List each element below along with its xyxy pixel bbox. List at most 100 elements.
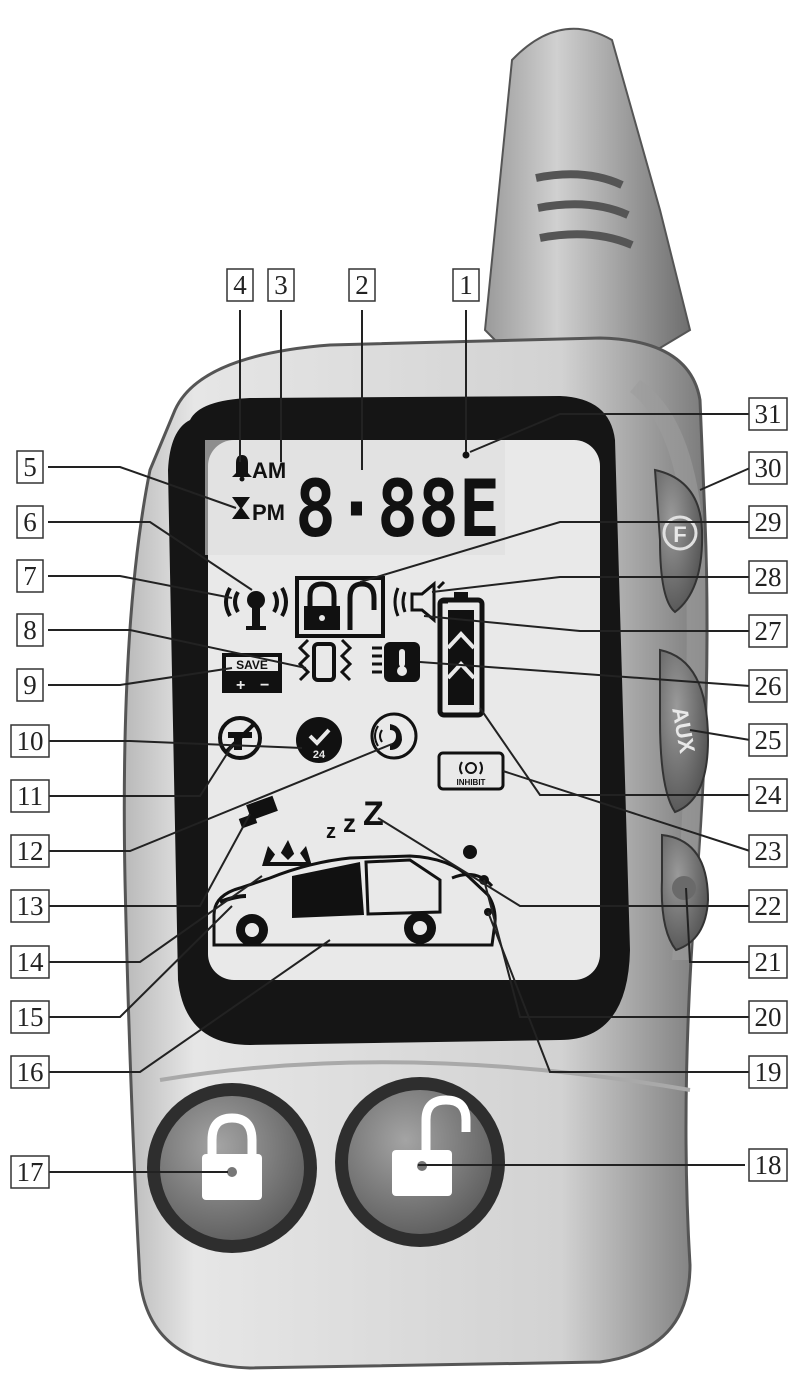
callout-box <box>748 723 788 757</box>
callout-box <box>10 945 50 979</box>
callout-27: 27 <box>748 614 788 648</box>
vibrate-icon <box>297 638 353 682</box>
callout-23: 23 <box>748 834 788 868</box>
callout-box <box>748 669 788 703</box>
clock-24-label: 24 <box>313 749 326 761</box>
callout-number: 8 <box>23 615 37 645</box>
battery-level-icon <box>437 592 485 718</box>
callout-box <box>748 397 788 431</box>
car-trunk <box>451 872 494 888</box>
save-label: SAVE <box>236 658 268 672</box>
callout-box <box>748 505 788 539</box>
callout-number: 9 <box>23 670 37 700</box>
lock-button[interactable] <box>147 1083 317 1253</box>
car-icon <box>212 845 497 947</box>
lock-status-icon <box>295 576 385 638</box>
callout-box <box>267 268 295 302</box>
callout-22: 22 <box>748 889 788 923</box>
callout-number: 28 <box>755 562 782 592</box>
callout-number: 2 <box>355 270 369 300</box>
sleep-z-big: Z <box>363 795 384 833</box>
save-plus: + <box>236 677 245 694</box>
callout-7: 7 <box>16 559 44 593</box>
save-minus: − <box>260 677 269 694</box>
callout-box <box>748 614 788 648</box>
callout-box <box>748 1148 788 1182</box>
callout-number: 24 <box>755 780 783 810</box>
callout-30: 30 <box>748 451 788 485</box>
callout-number: 31 <box>755 399 782 429</box>
callout-14: 14 <box>10 945 50 979</box>
callout-number: 20 <box>755 1002 782 1032</box>
sleep-zzz-icon: z z Z <box>326 795 384 843</box>
callout-number: 17 <box>17 1157 44 1187</box>
callout-15: 15 <box>10 1000 50 1034</box>
callout-box <box>748 560 788 594</box>
third-side-button[interactable] <box>660 833 710 952</box>
callout-number: 4 <box>233 270 247 300</box>
callout-number: 29 <box>755 507 782 537</box>
phone-call-icon <box>370 712 418 760</box>
callout-box <box>10 889 50 923</box>
callout-1: 1 <box>452 268 480 302</box>
callout-number: 12 <box>17 836 44 866</box>
callout-box <box>226 268 254 302</box>
callout-number: 13 <box>17 891 44 921</box>
callout-19: 19 <box>748 1055 788 1089</box>
callout-box <box>348 268 376 302</box>
callout-17: 17 <box>10 1155 50 1189</box>
callout-10: 10 <box>10 724 50 758</box>
shock-impact-icon <box>262 840 312 866</box>
callout-number: 11 <box>17 781 43 811</box>
clock-24-icon: 24 <box>296 717 342 763</box>
callout-box <box>10 1155 50 1189</box>
callout-number: 16 <box>17 1057 44 1087</box>
callout-number: 27 <box>755 616 782 646</box>
callout-number: 30 <box>755 453 782 483</box>
callout-number: 23 <box>755 836 782 866</box>
callout-9: 9 <box>16 668 44 702</box>
car-hood <box>219 894 247 904</box>
side-buttons: F AUX <box>653 468 710 952</box>
callout-6: 6 <box>16 505 44 539</box>
padlock-open-icon <box>392 1095 471 1196</box>
callout-31: 31 <box>748 397 788 431</box>
callout-21: 21 <box>748 945 788 979</box>
am-indicator: AM <box>252 458 286 483</box>
callout-number: 7 <box>23 561 37 591</box>
callout-box <box>748 451 788 485</box>
callout-number: 15 <box>17 1002 44 1032</box>
hourglass-icon <box>232 497 250 519</box>
thermometer-icon <box>372 642 420 682</box>
callout-box <box>748 945 788 979</box>
callout-28: 28 <box>748 560 788 594</box>
callout-number: 14 <box>17 947 45 977</box>
callout-3: 3 <box>267 268 295 302</box>
callout-number: 10 <box>17 726 44 756</box>
callout-box <box>10 724 50 758</box>
callout-18: 18 <box>748 1148 788 1182</box>
callout-number: 22 <box>755 891 782 921</box>
unlock-button[interactable] <box>335 1077 505 1247</box>
callout-16: 16 <box>10 1055 50 1089</box>
callout-20: 20 <box>748 1000 788 1034</box>
segment-digits: 8·88E <box>295 465 500 555</box>
antenna <box>483 27 692 362</box>
callout-box <box>748 834 788 868</box>
lcd-bezel <box>168 396 630 1045</box>
degree-dot <box>462 451 470 459</box>
callout-29: 29 <box>748 505 788 539</box>
inhibit-label: INHIBIT <box>457 778 486 787</box>
callout-number: 18 <box>755 1150 782 1180</box>
callout-13: 13 <box>10 889 50 923</box>
callout-box <box>10 1000 50 1034</box>
callout-box <box>16 505 44 539</box>
save-battery-icon: SAVE + − <box>222 653 282 694</box>
callout-number: 26 <box>755 671 782 701</box>
callout-box <box>16 450 44 484</box>
transmit-signal-icon <box>224 587 288 630</box>
callout-box <box>748 889 788 923</box>
callout-number: 19 <box>755 1057 782 1087</box>
callout-box <box>16 668 44 702</box>
